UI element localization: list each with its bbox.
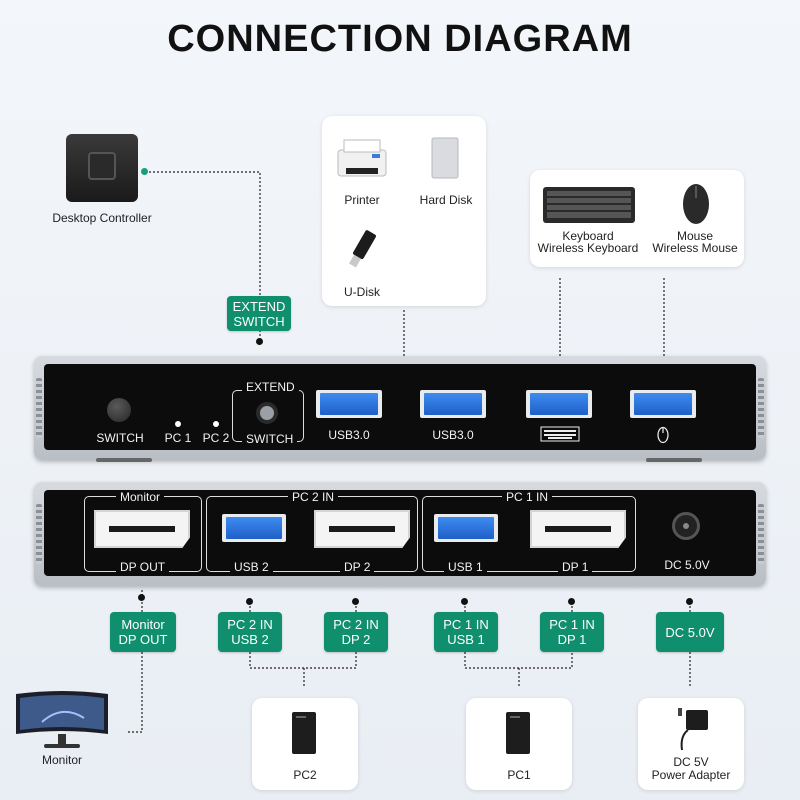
front-foot-left bbox=[96, 458, 152, 462]
hard-disk-icon bbox=[431, 137, 459, 179]
usb1-connector-dot bbox=[461, 598, 468, 605]
dp-out-label: DP OUT bbox=[116, 560, 170, 574]
mouse-usb-port[interactable] bbox=[630, 390, 696, 418]
usb2-label: USB 2 bbox=[230, 560, 273, 574]
page-title: CONNECTION DIAGRAM bbox=[167, 18, 633, 60]
front-face: SWITCH PC 1 PC 2 EXTEND SWITCH USB3.0 US… bbox=[44, 364, 756, 450]
usb1-port[interactable] bbox=[434, 514, 498, 542]
pc1-in-label: PC 1 IN bbox=[502, 490, 553, 504]
front-right-vent bbox=[758, 378, 764, 438]
storage-devices-card: Printer Hard Disk U-Disk bbox=[322, 116, 486, 306]
usb3-label-b: USB3.0 bbox=[432, 428, 474, 442]
pc1-led-label: PC 1 bbox=[164, 431, 192, 445]
dp2-connector-dot bbox=[352, 598, 359, 605]
keyboard-usb-port[interactable] bbox=[526, 390, 592, 418]
dc-tag: DC 5.0V bbox=[656, 612, 724, 652]
pc1-tower-icon bbox=[506, 712, 530, 754]
usb3-port-b[interactable] bbox=[420, 390, 486, 418]
extend-switch-label: SWITCH bbox=[242, 432, 298, 446]
extend-connector-dot bbox=[256, 338, 263, 345]
hard-disk-label: Hard Disk bbox=[419, 193, 473, 207]
pc1-card: PC1 bbox=[466, 698, 572, 790]
switch-button[interactable] bbox=[107, 398, 131, 422]
pc1-label: PC1 bbox=[507, 768, 531, 782]
dc-connector-dot bbox=[686, 598, 693, 605]
usb2-port[interactable] bbox=[222, 514, 286, 542]
mouse-port-icon bbox=[657, 426, 669, 444]
u-disk-label: U-Disk bbox=[344, 285, 380, 299]
keyboard-icon bbox=[543, 187, 635, 223]
rear-left-vent bbox=[36, 504, 42, 564]
dc-power-jack[interactable] bbox=[672, 512, 700, 540]
monitor-label: Monitor bbox=[116, 490, 165, 504]
monitor-device-label: Monitor bbox=[41, 753, 82, 767]
pc2-led-label: PC 2 bbox=[202, 431, 230, 445]
pc2-led bbox=[213, 421, 219, 427]
printer-label: Printer bbox=[344, 193, 380, 207]
front-foot-right bbox=[646, 458, 702, 462]
rear-right-vent bbox=[758, 504, 764, 564]
extend-jack[interactable] bbox=[256, 402, 278, 424]
usb1-label: USB 1 bbox=[444, 560, 487, 574]
power-adapter-icon bbox=[678, 708, 708, 751]
front-left-vent bbox=[36, 378, 42, 438]
kvm-rear-panel: Monitor DP OUT PC 2 IN USB 2 DP 2 PC 1 I… bbox=[34, 482, 766, 586]
usb2-connector-dot bbox=[246, 598, 253, 605]
rear-face: Monitor DP OUT PC 2 IN USB 2 DP 2 PC 1 I… bbox=[44, 490, 756, 576]
dp1-label: DP 1 bbox=[558, 560, 593, 574]
monitor-icon bbox=[16, 691, 108, 748]
dp2-label: DP 2 bbox=[340, 560, 375, 574]
extend-label: EXTEND bbox=[242, 380, 299, 394]
dp1-connector-dot bbox=[568, 598, 575, 605]
controller-connector-dot bbox=[141, 168, 148, 175]
controller-button-icon bbox=[88, 152, 116, 180]
pc2-in-label: PC 2 IN bbox=[288, 490, 339, 504]
pc2-card: PC2 bbox=[252, 698, 358, 790]
pc2-label: PC2 bbox=[293, 768, 317, 782]
usb3-port-a[interactable] bbox=[316, 390, 382, 418]
usb3-label-a: USB3.0 bbox=[328, 428, 370, 442]
dp1-port[interactable] bbox=[530, 510, 626, 548]
kvm-front-panel: SWITCH PC 1 PC 2 EXTEND SWITCH USB3.0 US… bbox=[34, 356, 766, 460]
monitor-connector-dot bbox=[138, 594, 145, 601]
mouse-icon bbox=[683, 184, 709, 224]
pc2-tower-icon bbox=[292, 712, 316, 754]
printer-icon bbox=[337, 139, 387, 177]
dp2-port[interactable] bbox=[314, 510, 410, 548]
u-disk-icon bbox=[349, 230, 376, 268]
desktop-controller-device bbox=[66, 134, 138, 202]
pc1-led bbox=[175, 421, 181, 427]
switch-label: SWITCH bbox=[96, 431, 144, 445]
dp-out-port[interactable] bbox=[94, 510, 190, 548]
dc-label: DC 5.0V bbox=[664, 558, 710, 572]
keyboard-port-icon bbox=[540, 426, 580, 442]
desktop-controller-label: Desktop Controller bbox=[52, 211, 152, 225]
